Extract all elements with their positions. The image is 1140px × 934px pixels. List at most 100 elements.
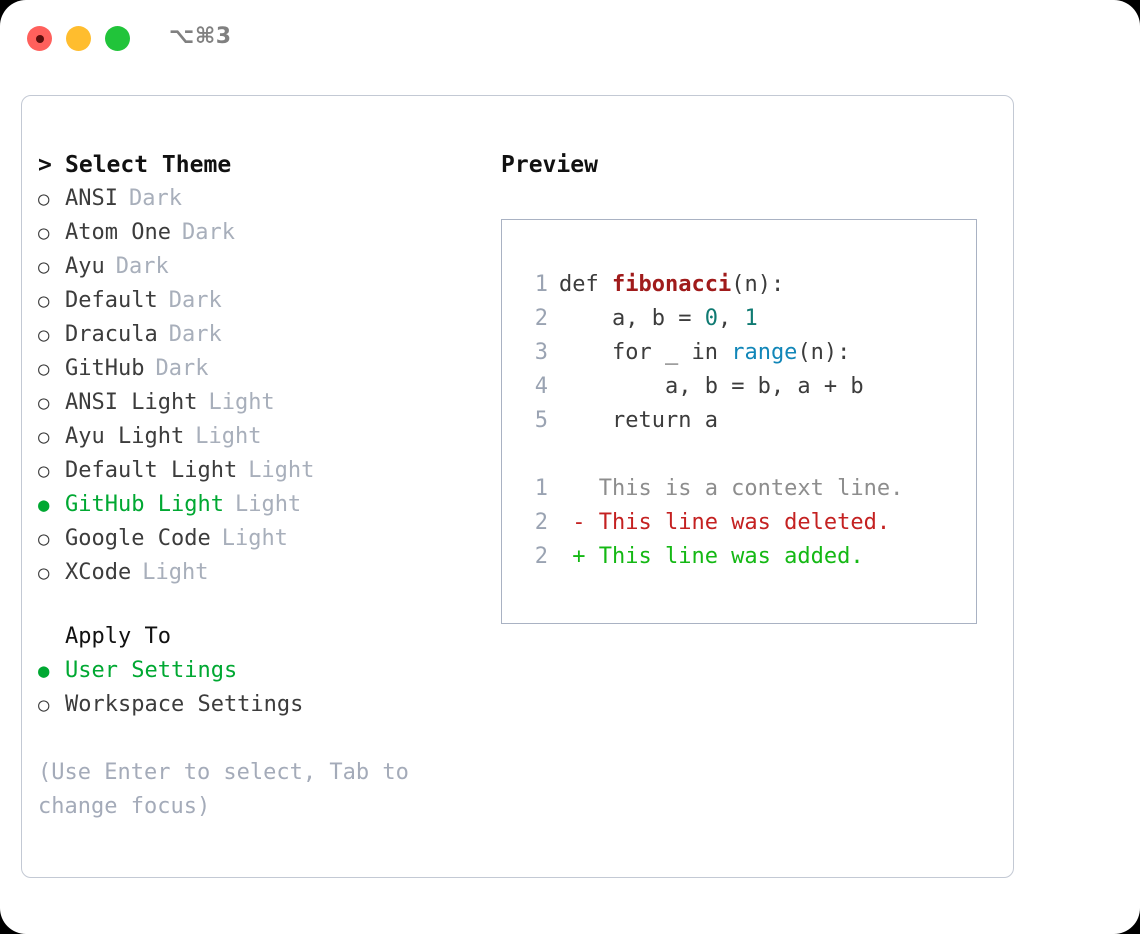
radio-unselected-icon: ○: [38, 392, 50, 414]
line-number: 1: [534, 272, 548, 297]
code-line: 4 a, b = b, a + b: [502, 370, 976, 404]
radio-unselected-icon: ○: [38, 290, 50, 312]
keyboard-shortcut-label: ⌥⌘3: [169, 24, 232, 49]
theme-variant-tag: Dark: [155, 356, 209, 381]
theme-option-ansi-light[interactable]: ○ ANSI Light Light: [38, 386, 498, 420]
code-line: 1 def fibonacci(n):: [502, 268, 976, 302]
apply-to-option-list: ● User Settings ○ Workspace Settings: [38, 654, 498, 722]
radio-unselected-icon: ○: [38, 358, 50, 380]
apply-to-title: Apply To: [65, 624, 171, 649]
theme-variant-tag: Light: [142, 560, 209, 585]
theme-variant-tag: Light: [208, 390, 275, 415]
window-controls: [27, 26, 130, 51]
diff-line-text: - This line was deleted.: [559, 510, 891, 535]
zoom-window-button[interactable]: [105, 26, 130, 51]
radio-unselected-icon: ○: [38, 694, 50, 716]
apply-to-option-label: User Settings: [65, 658, 238, 683]
title-bar: ⌥⌘3: [0, 0, 1140, 78]
radio-unselected-icon: ○: [38, 222, 50, 244]
apply-to-option-user-settings[interactable]: ● User Settings: [38, 654, 498, 688]
code-token-num: 0: [704, 306, 718, 331]
line-number: 5: [534, 408, 548, 433]
theme-variant-tag: Dark: [128, 186, 182, 211]
diff-line-text: This is a context line.: [559, 476, 904, 501]
theme-option-label: ANSI Light: [65, 390, 198, 415]
preview-spacer: [502, 438, 976, 472]
theme-option-label: Ayu Light: [65, 424, 185, 449]
theme-option-label: Default Light: [65, 458, 238, 483]
code-line: 5 return a: [502, 404, 976, 438]
radio-selected-icon: ●: [38, 494, 50, 516]
theme-option-label: Ayu: [65, 254, 105, 279]
theme-variant-tag: Dark: [168, 288, 222, 313]
code-token-plain: def: [559, 272, 612, 297]
theme-option-label: XCode: [65, 560, 132, 585]
diff-line-del: 2 - This line was deleted.: [502, 506, 976, 540]
theme-option-github[interactable]: ○ GitHub Dark: [38, 352, 498, 386]
code-token-call: range: [731, 340, 798, 365]
theme-option-label: ANSI: [65, 186, 118, 211]
diff-line-add: 2 + This line was added.: [502, 540, 976, 574]
code-token-plain: a, b =: [611, 306, 705, 331]
code-token-plain: return a: [611, 408, 718, 433]
theme-option-label: Default: [65, 288, 158, 313]
code-line-text: a, b = 0, 1: [559, 302, 758, 336]
theme-variant-tag: Light: [234, 492, 302, 517]
keyboard-hint-text: (Use Enter to select, Tab to change focu…: [38, 760, 409, 819]
line-number: 3: [534, 340, 548, 365]
line-number: 2: [534, 306, 548, 331]
code-token-plain: for _ in: [611, 340, 732, 365]
code-line-text: a, b = b, a + b: [559, 370, 864, 404]
radio-unselected-icon: ○: [38, 426, 50, 448]
apply-to-option-label: Workspace Settings: [65, 692, 304, 717]
apply-to-option-workspace-settings[interactable]: ○ Workspace Settings: [38, 688, 498, 722]
theme-option-github-light[interactable]: ● GitHub Light Light: [38, 488, 498, 522]
code-line: 3 for _ in range(n):: [502, 336, 976, 370]
radio-selected-icon: ●: [38, 660, 50, 682]
radio-unselected-icon: ○: [38, 256, 50, 278]
code-token-plain: (n):: [731, 272, 785, 297]
code-line: 2 a, b = 0, 1: [502, 302, 976, 336]
theme-option-label: Dracula: [65, 322, 158, 347]
code-line-text: return a: [559, 404, 718, 438]
theme-option-ayu-light[interactable]: ○ Ayu Light Light: [38, 420, 498, 454]
theme-option-label: GitHub Light: [65, 492, 224, 517]
radio-unselected-icon: ○: [38, 562, 50, 584]
theme-option-default[interactable]: ○ Default Dark: [38, 284, 498, 318]
theme-option-ansi[interactable]: ○ ANSI Dark: [38, 182, 498, 216]
theme-variant-tag: Dark: [115, 254, 169, 279]
theme-option-xcode[interactable]: ○ XCode Light: [38, 556, 498, 590]
theme-variant-tag: Light: [248, 458, 315, 483]
theme-option-ayu[interactable]: ○ Ayu Dark: [38, 250, 498, 284]
caret-icon: >: [38, 152, 52, 178]
line-number: 2: [534, 510, 548, 535]
minimize-window-button[interactable]: [66, 26, 91, 51]
preview-title: Preview: [501, 152, 598, 178]
line-number: 4: [534, 374, 548, 399]
radio-unselected-icon: ○: [38, 324, 50, 346]
theme-variant-tag: Dark: [181, 220, 235, 245]
select-theme-header: > Select Theme: [38, 148, 498, 182]
theme-option-label: GitHub: [65, 356, 145, 381]
code-token-plain: a, b = b, a + b: [664, 374, 864, 399]
theme-variant-tag: Light: [195, 424, 262, 449]
theme-option-dracula[interactable]: ○ Dracula Dark: [38, 318, 498, 352]
diff-line-context: 1 This is a context line.: [502, 472, 976, 506]
select-theme-title: Select Theme: [65, 152, 232, 178]
code-line-text: def fibonacci(n):: [559, 268, 784, 302]
line-number: 2: [534, 544, 548, 569]
diff-line-text: + This line was added.: [559, 544, 864, 569]
close-window-button[interactable]: [27, 26, 52, 51]
radio-unselected-icon: ○: [38, 188, 50, 210]
theme-variant-tag: Dark: [168, 322, 222, 347]
